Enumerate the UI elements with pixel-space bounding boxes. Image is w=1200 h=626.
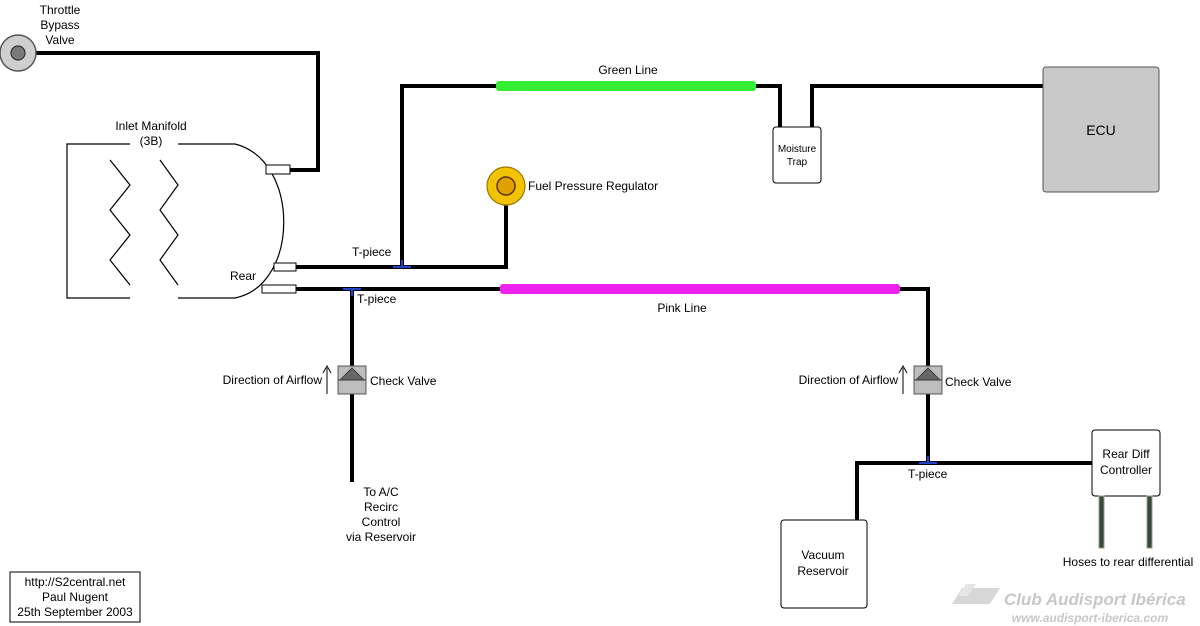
moisture-to-ecu-pipe	[810, 84, 1043, 128]
vacuum-reservoir-label-1: Vacuum	[801, 548, 844, 562]
inlet-manifold-label-1: Inlet Manifold	[115, 119, 186, 133]
credits-author: Paul Nugent	[42, 590, 109, 604]
watermark: Club Audisport Ibérica www.audisport-ibe…	[952, 584, 1186, 625]
to-ac-label-2: Recirc	[364, 500, 398, 514]
reservoir-diff-pipe	[855, 461, 1092, 520]
fuel-pressure-regulator-label: Fuel Pressure Regulator	[528, 179, 658, 193]
rear-diff-controller	[1091, 429, 1161, 497]
check-valve-left	[337, 365, 367, 395]
credits-box	[9, 571, 141, 623]
credits-url: http://S2central.net	[25, 575, 126, 589]
direction-airflow-right-label: Direction of Airflow	[799, 373, 899, 387]
to-ac-label-4: via Reservoir	[346, 530, 416, 544]
inlet-manifold	[66, 143, 297, 299]
pink-line	[500, 284, 900, 294]
moisture-trap-label-1: Moisture	[778, 144, 817, 155]
manifold-port-top	[265, 164, 291, 175]
ecu-label: ECU	[1086, 122, 1116, 138]
airflow-arrow-left-icon	[322, 364, 332, 394]
manifold-port-rear-lower	[261, 284, 297, 294]
audisport-logo-icon	[952, 584, 1000, 604]
t-piece-markers	[343, 260, 937, 464]
rear-upper-pipe	[296, 188, 508, 269]
t-piece-right-marker	[919, 456, 937, 464]
throttle-bypass-label-2: Bypass	[40, 18, 79, 32]
rear-diff-controller-label-1: Rear Diff	[1102, 447, 1150, 461]
to-ac-label-1: To A/C	[363, 485, 399, 499]
throttle-bypass-pipe	[18, 51, 320, 172]
vacuum-reservoir	[780, 519, 868, 609]
t-piece-upper-label: T-piece	[352, 245, 392, 259]
rear-label: Rear	[230, 269, 256, 283]
watermark-name: Club Audisport Ibérica	[1004, 590, 1186, 609]
check-valve-right-label: Check Valve	[945, 375, 1012, 389]
throttle-bypass-label-3: Valve	[45, 33, 74, 47]
t-piece-lower-marker	[343, 288, 361, 296]
check-valve-left-label: Check Valve	[370, 374, 437, 388]
direction-airflow-left-label: Direction of Airflow	[223, 373, 323, 387]
t-piece-right-label: T-piece	[908, 467, 948, 481]
throttle-bypass-label-1: Throttle	[40, 3, 81, 17]
throttle-bypass-valve	[0, 34, 37, 72]
green-line-label: Green Line	[598, 63, 658, 77]
airflow-arrow-right-icon	[898, 364, 908, 394]
ecu-box	[1042, 66, 1160, 193]
credits-date: 25th September 2003	[17, 605, 133, 619]
rear-diff-hoses	[1098, 495, 1153, 549]
moisture-trap	[772, 126, 822, 184]
check-valve-right	[913, 365, 943, 395]
manifold-port-rear-upper	[273, 262, 297, 272]
moisture-trap-label-2: Trap	[787, 157, 808, 168]
hoses-label: Hoses to rear differential	[1063, 555, 1194, 569]
inlet-manifold-label-2: (3B)	[140, 134, 163, 148]
green-circuit-pipe	[400, 84, 782, 267]
watermark-url: www.audisport-iberica.com	[1012, 611, 1169, 625]
t-piece-lower-label: T-piece	[357, 292, 397, 306]
rear-diff-controller-label-2: Controller	[1100, 463, 1152, 477]
fuel-pressure-regulator	[486, 166, 526, 206]
pink-line-label: Pink Line	[657, 301, 707, 315]
to-ac-label-3: Control	[362, 515, 401, 529]
vacuum-reservoir-label-2: Reservoir	[797, 564, 848, 578]
t-piece-upper-marker	[393, 260, 411, 268]
green-line	[496, 81, 756, 91]
